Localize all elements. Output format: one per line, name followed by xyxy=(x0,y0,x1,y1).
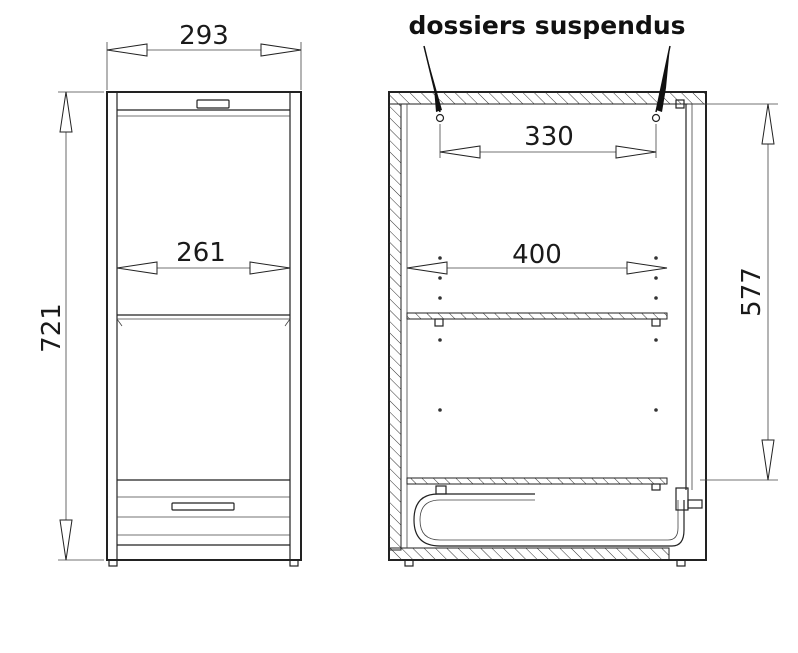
front-foot-right xyxy=(289,559,299,567)
side-top-catch xyxy=(675,99,685,109)
hanging-file-hole xyxy=(435,113,445,123)
side-holes xyxy=(435,113,661,412)
peg-hole xyxy=(438,276,442,280)
hole-spacing-label: 330 xyxy=(524,122,574,152)
arrowhead xyxy=(59,91,73,133)
peg-hole xyxy=(654,408,658,412)
pointer-line-left xyxy=(423,45,441,113)
side-foot-back xyxy=(404,559,414,567)
arrowhead xyxy=(761,439,775,481)
peg-hole xyxy=(654,338,658,342)
side-tambour-inner xyxy=(419,499,679,541)
peg-hole xyxy=(438,296,442,300)
front-view: 293 261 721 xyxy=(37,21,302,567)
tambour-handle xyxy=(435,485,447,495)
arrowhead xyxy=(106,43,148,57)
inner-depth-label: 400 xyxy=(512,240,562,270)
peg-hole xyxy=(654,296,658,300)
side-top-panel xyxy=(388,91,707,105)
front-inner-width-label: 261 xyxy=(176,238,226,268)
side-view: dossiers suspendus 330 400 577 xyxy=(388,11,778,567)
front-top-handle xyxy=(196,99,230,109)
arrowhead xyxy=(439,145,481,159)
side-foot-front xyxy=(676,559,686,567)
front-height-label: 721 xyxy=(37,303,67,353)
arrowhead xyxy=(615,145,657,159)
peg-hole xyxy=(438,256,442,260)
lower-shelf-support xyxy=(651,483,661,491)
front-foot-left xyxy=(108,559,118,567)
arrowhead xyxy=(406,261,448,275)
peg-hole xyxy=(654,276,658,280)
arrowhead xyxy=(116,261,158,275)
side-tambour-curve xyxy=(413,493,685,547)
side-back-panel xyxy=(388,103,402,551)
shelf-support-left xyxy=(434,318,444,327)
side-shelf xyxy=(406,312,668,320)
pointer-line-right xyxy=(655,45,671,113)
hanging-file-hole xyxy=(651,113,661,123)
title-label: dossiers suspendus xyxy=(408,11,685,40)
front-drawer-handle xyxy=(171,502,235,511)
arrowhead xyxy=(626,261,668,275)
side-lower-shelf xyxy=(406,477,668,485)
peg-hole xyxy=(438,338,442,342)
side-height-label: 577 xyxy=(737,267,767,317)
side-lock xyxy=(675,487,689,511)
peg-hole xyxy=(654,256,658,260)
front-shelf-brackets xyxy=(116,318,291,327)
peg-hole xyxy=(438,408,442,412)
side-lock-latch xyxy=(687,499,703,509)
side-bottom-panel xyxy=(388,547,670,561)
shelf-support-right xyxy=(651,318,661,327)
arrowhead xyxy=(249,261,291,275)
arrowhead xyxy=(59,519,73,561)
front-width-label: 293 xyxy=(179,21,229,51)
front-cabinet-outline xyxy=(106,91,302,561)
arrowhead xyxy=(260,43,302,57)
arrowhead xyxy=(761,103,775,145)
